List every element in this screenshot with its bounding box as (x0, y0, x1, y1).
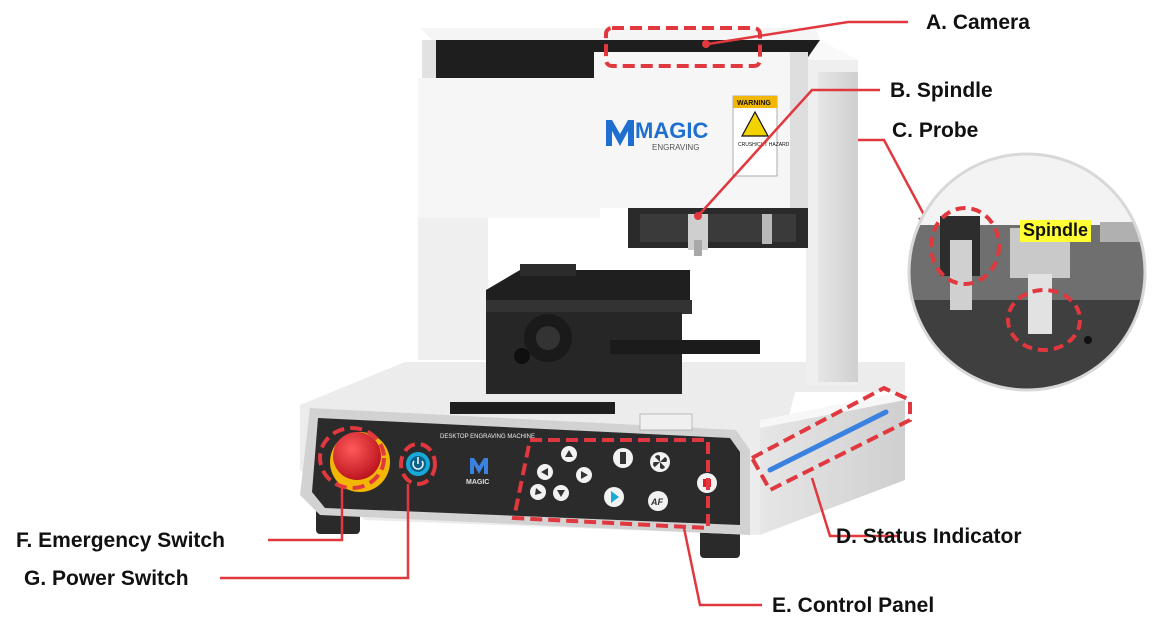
arrow-down-button[interactable] (553, 485, 569, 501)
highlight-boxes (318, 26, 912, 531)
status-leader (810, 477, 900, 538)
arrow-left-button[interactable] (537, 464, 553, 480)
warning-label: WARNING (737, 100, 771, 107)
spindle-leader (697, 88, 880, 217)
tool-button[interactable] (613, 448, 633, 468)
head-brand-text: MAGIC (635, 118, 708, 143)
callout-power-switch: G. Power Switch (24, 567, 189, 590)
arrow-left-icon (541, 468, 548, 476)
power-leader (220, 484, 410, 580)
arrow-up-button[interactable] (561, 446, 577, 462)
spindle-tip-highlight (1006, 288, 1082, 352)
power-icon (412, 460, 424, 470)
arrow-right-icon (581, 471, 588, 479)
fan-icon (653, 455, 667, 469)
emergency-leader (268, 486, 344, 542)
callout-probe: C. Probe (892, 119, 979, 142)
autofocus-button[interactable]: AF (648, 491, 668, 511)
probe-highlight (929, 206, 1001, 286)
spindle-tag: Spindle (1020, 220, 1092, 242)
start-button[interactable] (604, 487, 624, 507)
arrow-down-icon (557, 490, 565, 497)
power-highlight (399, 442, 437, 486)
arrow-up-icon (565, 450, 573, 457)
arrow-diag-icon (535, 488, 542, 495)
callout-emergency-switch: F. Emergency Switch (16, 529, 225, 552)
tool-icon (620, 452, 626, 464)
play-icon (611, 491, 619, 503)
spindle-head: MAGIC ENGRAVING WARNING CRUSH/CUT HAZARD (594, 52, 808, 256)
panel-title: DESKTOP ENGRAVING MACHINE (440, 434, 535, 440)
camera-leader (707, 20, 908, 46)
callout-camera: A. Camera (926, 11, 1030, 34)
control-panel-highlight (511, 438, 710, 531)
status-highlight (749, 385, 912, 493)
af-label: AF (650, 497, 663, 507)
control-leader (682, 527, 762, 607)
vise-table (450, 264, 760, 414)
emergency-highlight (318, 426, 386, 490)
status-light-bar (767, 409, 889, 473)
machine-frame (418, 28, 858, 385)
arrow-right-button[interactable] (576, 467, 592, 483)
brand-logo-icon (606, 120, 634, 146)
probe-inset (907, 152, 1147, 392)
keypad: AF (530, 446, 717, 511)
camera-highlight (604, 26, 762, 68)
panel-logo-icon (470, 458, 488, 474)
emergency-stop-button[interactable] (330, 432, 390, 492)
probe-leader (858, 138, 932, 227)
arrow-downleft-button[interactable] (530, 484, 546, 500)
power-switch-button[interactable] (406, 452, 430, 476)
leader-lines (220, 20, 932, 607)
head-brand-sub: ENGRAVING (652, 143, 699, 152)
callout-spindle: B. Spindle (890, 79, 993, 102)
panel-brand: MAGIC (466, 479, 489, 486)
callout-control-panel: E. Control Panel (772, 594, 935, 617)
fan-button[interactable] (650, 452, 670, 472)
callout-status-indicator: D. Status Indicator (836, 525, 1022, 548)
warning-triangle-icon (740, 110, 770, 137)
